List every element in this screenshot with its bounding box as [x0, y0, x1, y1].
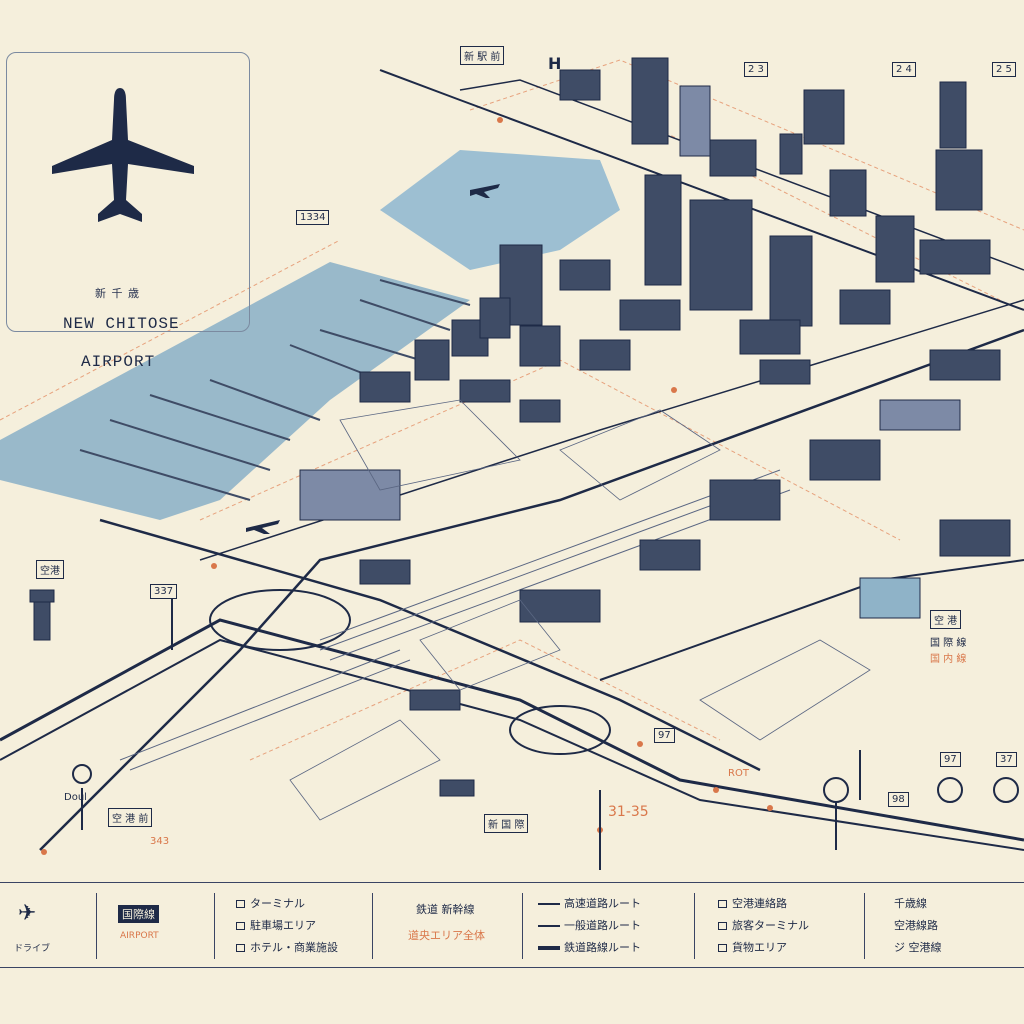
water-bay	[0, 262, 470, 520]
legend-col7-item: ジ 空港線	[894, 941, 942, 954]
center-jp-label: 新 国 際	[484, 814, 529, 833]
airplane-icon	[52, 88, 194, 222]
area-label: 1334	[296, 210, 330, 225]
small-plane-icons	[246, 184, 500, 534]
round-signs	[72, 764, 1019, 803]
left-number-label: 337	[150, 584, 178, 599]
sign-posts	[81, 595, 861, 870]
line-icon	[538, 946, 560, 950]
top-tag-b: 2 3	[744, 62, 768, 77]
legend-col-2: 国際線 AIRPORT	[100, 883, 210, 967]
legend-col5-item: 一般道路ルート	[538, 917, 641, 933]
center-sign: 31-35	[608, 804, 649, 820]
water-lagoon	[380, 150, 620, 270]
legend-col3-item: 駐車場エリア	[236, 917, 316, 933]
legend-col-5: 高速道路ルート 一般道路ルート 鉄道路線ルート	[532, 883, 692, 967]
route-number-c: 97	[940, 752, 961, 767]
title-jp: 新 千 歳	[95, 287, 140, 300]
line-icon	[538, 925, 560, 927]
legend-divider	[372, 893, 373, 959]
square-icon	[718, 900, 727, 908]
legend-col7-item: 千歳線	[894, 897, 927, 910]
route-number-d: 37	[996, 752, 1017, 767]
legend-col5-item: 高速道路ルート	[538, 895, 641, 911]
legend-col-7: 千歳線 空港線路 ジ 空港線	[872, 883, 1012, 967]
legend-col3-item: ターミナル	[236, 895, 305, 911]
square-icon	[718, 922, 727, 930]
route-number-a: 97	[654, 728, 675, 743]
airplane-icon: ✈	[18, 901, 37, 926]
parking-lots	[289, 399, 871, 821]
legend-col2-sub: AIRPORT	[120, 931, 159, 941]
legend-right-a: 国 際 線	[930, 638, 967, 649]
legend-right-b: 国 内 線	[930, 654, 967, 665]
legend-col6-item: 空港連絡路	[718, 895, 787, 911]
legend-col4-sub: 道央エリア全体	[408, 929, 485, 942]
legend-col1-text: ドライブ	[14, 944, 51, 954]
legend-col6-item: 旅客ターミナル	[718, 917, 809, 933]
bottom-tag: ROT	[728, 768, 749, 779]
top-station-label: 新 駅 前	[460, 46, 505, 65]
left-stack-label: 空港	[36, 560, 64, 579]
legend-divider	[694, 893, 695, 959]
legend-col2-title: 国際線	[118, 905, 159, 923]
legend-divider	[864, 893, 865, 959]
legend-col5-item: 鉄道路線ルート	[538, 939, 641, 955]
map-legend: ✈ ドライブ 国際線 AIRPORT ターミナル 駐車場エリア ホテル・商業施設…	[0, 882, 1024, 968]
top-tag-c: 2 4	[892, 62, 916, 77]
legend-divider	[96, 893, 97, 959]
square-icon	[236, 944, 245, 952]
buildings	[299, 57, 1011, 797]
left-bottom-sub: 343	[150, 836, 170, 847]
legend-col-3: ターミナル 駐車場エリア ホテル・商業施設	[228, 883, 368, 967]
line-icon	[538, 903, 560, 905]
legend-col-4: 鉄道 新幹線 道央エリア全体	[380, 883, 520, 967]
legend-col-1: ✈ ドライブ	[12, 883, 92, 967]
title-line1: NEW CHITOSE	[63, 315, 180, 333]
control-tower-icon	[29, 589, 55, 641]
circle-label: Doul	[64, 792, 87, 803]
left-bottom-jp-label: 空 港 前	[108, 808, 153, 827]
legend-col6-item: 貨物エリア	[718, 939, 787, 955]
legend-divider	[214, 893, 215, 959]
title-line2: AIRPORT	[81, 353, 156, 371]
square-icon	[236, 922, 245, 930]
square-icon	[236, 900, 245, 908]
legend-col3-item: ホテル・商業施設	[236, 939, 338, 955]
orange-markers	[41, 117, 773, 855]
legend-col7-item: 空港線路	[894, 919, 938, 932]
top-tag-a: H	[548, 54, 562, 73]
legend-col4-title: 鉄道 新幹線	[416, 903, 475, 916]
legend-divider	[522, 893, 523, 959]
top-tag-d: 2 5	[992, 62, 1016, 77]
legend-col-6: 空港連絡路 旅客ターミナル 貨物エリア	[712, 883, 862, 967]
square-icon	[718, 944, 727, 952]
title-card: 新 千 歳 NEW CHITOSE AIRPORT	[6, 52, 250, 371]
route-number-b: 98	[888, 792, 909, 807]
legend-right-title: 空 港	[930, 610, 962, 629]
